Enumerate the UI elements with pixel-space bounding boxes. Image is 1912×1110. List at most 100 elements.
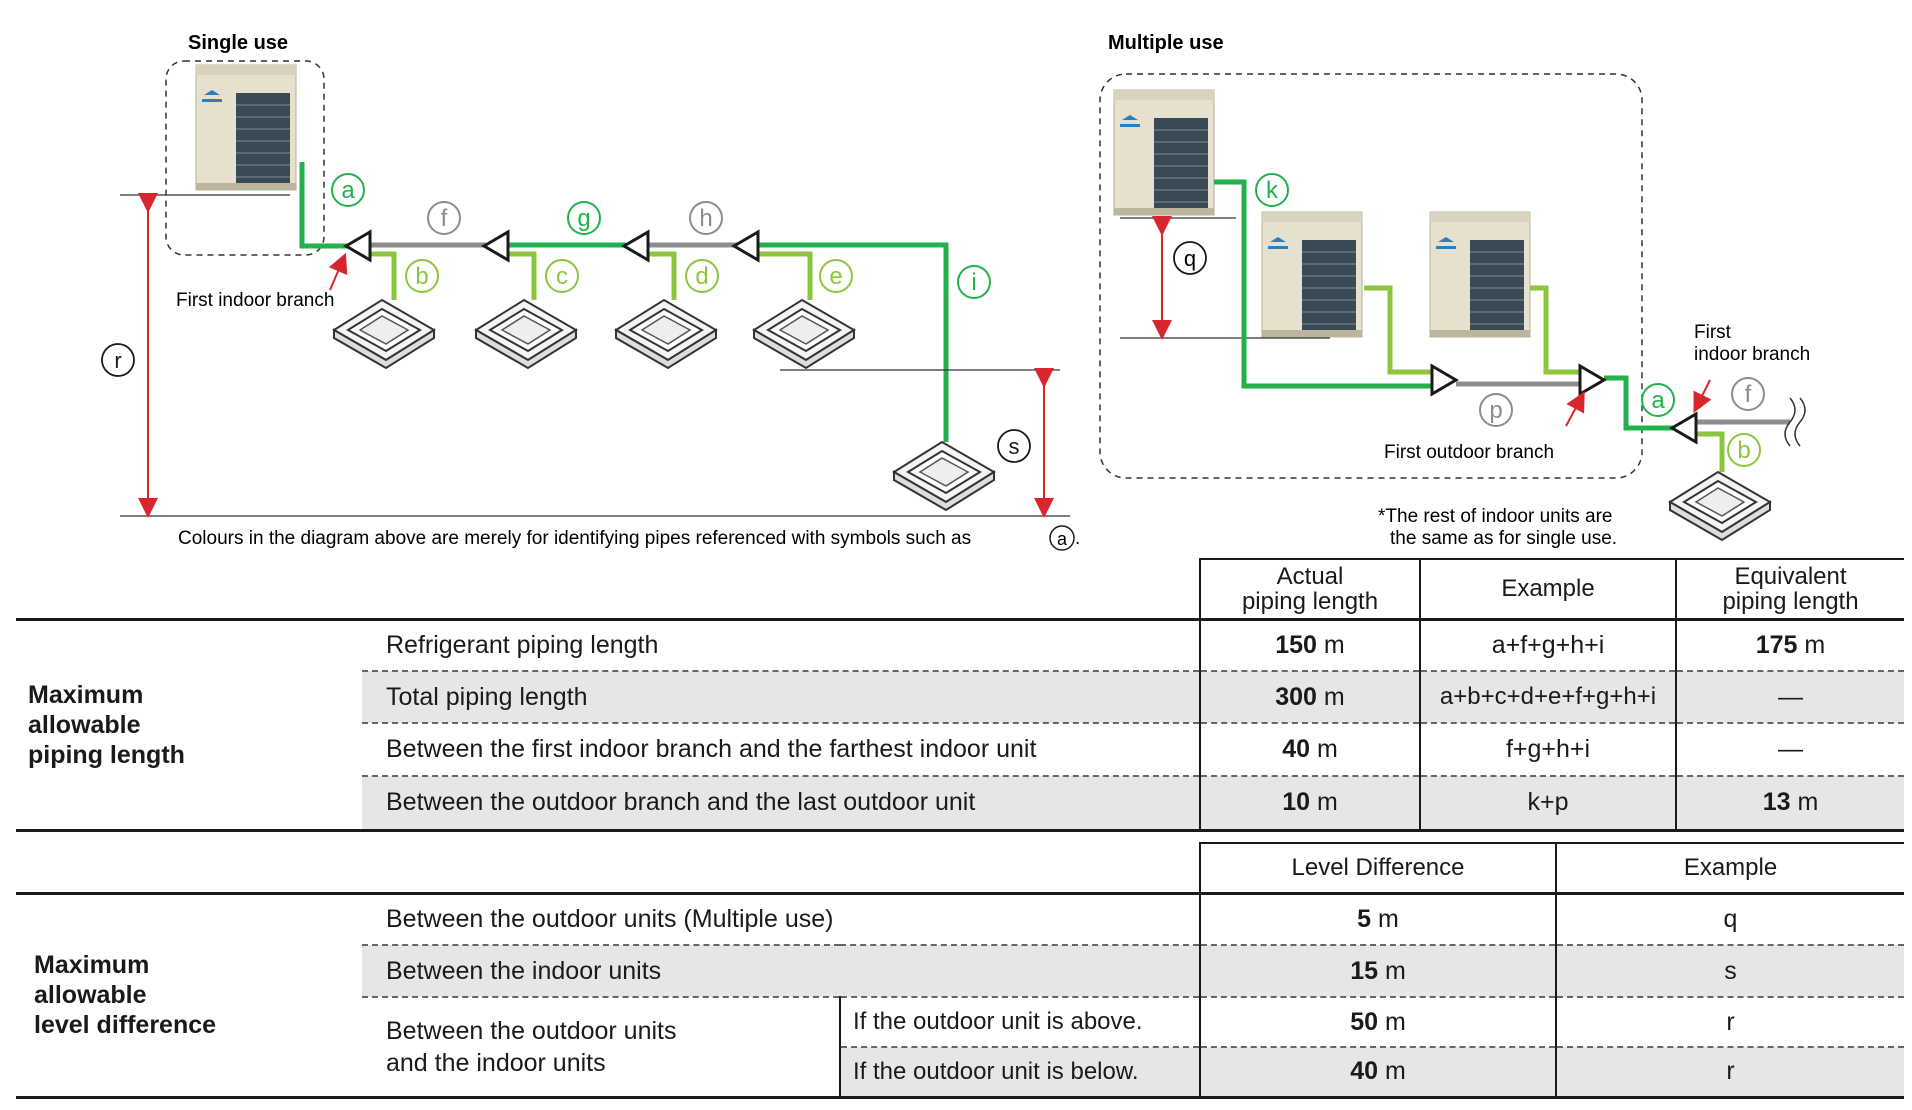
split-label-line2: and the indoor units xyxy=(386,1048,606,1077)
symbol-r: r xyxy=(114,348,121,373)
colour-note: Colours in the diagram above are merely … xyxy=(178,528,971,549)
colour-note-text: Colours in the diagram above are merely … xyxy=(178,528,971,549)
symbol-c: c xyxy=(556,263,568,290)
branch-1 xyxy=(343,229,372,263)
symbol-f-single: f xyxy=(441,205,448,232)
first-indoor-branch-label-right-1: First xyxy=(1694,322,1732,343)
first-outdoor-branch-label: First outdoor branch xyxy=(1384,442,1554,463)
group-level-difference: Maximum allowable level difference xyxy=(16,891,362,1099)
outdoor-unit-multi-1 xyxy=(1113,89,1215,216)
pipe-c xyxy=(506,251,537,300)
actual-unit: m xyxy=(1316,788,1338,817)
multiple-use-title: Multiple use xyxy=(1108,32,1224,54)
pipe-outdoor-3 xyxy=(1530,285,1584,375)
actual-value-cell: 150 m xyxy=(1199,617,1420,672)
symbol-g: g xyxy=(577,205,590,232)
level-unit: m xyxy=(1384,1007,1406,1036)
level-value-cell: 5 m xyxy=(1199,891,1556,946)
level-value: 40 xyxy=(1350,1057,1379,1086)
pipe-a-multi xyxy=(1604,375,1676,431)
rest-note-line1: *The rest of indoor units are xyxy=(1378,506,1612,527)
symbol-h: h xyxy=(699,205,712,232)
level-value-cell: 15 m xyxy=(1199,945,1556,998)
single-use-boundary xyxy=(165,60,325,256)
row-label: Total piping length xyxy=(362,671,1200,724)
branch-3 xyxy=(621,229,650,263)
actual-value-cell: 300 m xyxy=(1199,671,1420,724)
symbol-b-single: b xyxy=(415,263,428,290)
actual-value-cell: 40 m xyxy=(1199,723,1420,777)
col-level-header: Level Difference xyxy=(1199,842,1556,893)
actual-unit: m xyxy=(1316,735,1338,763)
condition-below: If the outdoor unit is below. xyxy=(839,1047,1200,1099)
pipe-k xyxy=(1214,179,1432,389)
piping-diagram: Single use r s a f g h b xyxy=(101,32,1810,551)
level-value: 50 xyxy=(1350,1007,1379,1036)
symbol-f-multi: f xyxy=(1745,381,1752,408)
row-label: Between the outdoor units (Multiple use) xyxy=(362,891,1200,946)
row-label: Between the first indoor branch and the … xyxy=(362,723,1200,777)
indoor-unit-1 xyxy=(333,299,435,369)
level-difference-table: Level Difference Example Maximum allowab… xyxy=(16,842,1904,1099)
example-cell: k+p xyxy=(1419,776,1676,832)
symbol-s: s xyxy=(1009,434,1020,459)
actual-value: 150 xyxy=(1275,630,1317,659)
indoor-unit-3 xyxy=(615,299,717,369)
indoor-unit-2 xyxy=(475,299,577,369)
row-label: Refrigerant piping length xyxy=(362,617,1200,672)
col-equivalent-line2: piping length xyxy=(1722,587,1859,615)
level-unit: m xyxy=(1378,904,1399,933)
row-label: Between the indoor units xyxy=(362,945,1200,998)
pipe-i xyxy=(750,242,949,442)
symbol-b-multi: b xyxy=(1737,437,1750,464)
split-label-line1: Between the outdoor units xyxy=(386,1016,677,1045)
symbol-q: q xyxy=(1184,246,1196,271)
continuation-mark xyxy=(1784,397,1806,447)
first-indoor-branch-label-left: First indoor branch xyxy=(176,290,334,311)
branch-2 xyxy=(481,229,510,263)
equiv-value: 175 xyxy=(1755,630,1798,659)
level-unit: m xyxy=(1384,1057,1406,1086)
col-example-header: Example xyxy=(1419,558,1676,619)
colour-note-symbol: a xyxy=(1057,529,1068,549)
indoor-unit-multi xyxy=(1669,471,1771,541)
condition-above: If the outdoor unit is above. xyxy=(839,997,1200,1048)
indoor-branch-multi xyxy=(1669,411,1698,445)
rest-note-line2: the same as for single use. xyxy=(1390,528,1617,549)
outdoor-branch-2 xyxy=(1578,363,1607,397)
row-label: Between the outdoor branch and the last … xyxy=(362,776,1200,832)
col-level-example-header: Example xyxy=(1555,842,1904,893)
split-row-label: Between the outdoor units and the indoor… xyxy=(362,997,840,1099)
outdoor-unit-multi-3 xyxy=(1429,211,1531,338)
pipe-b-multi xyxy=(1694,431,1725,472)
group-level-line1: Maximum xyxy=(34,951,150,979)
equiv-value-cell: — xyxy=(1675,723,1904,777)
level-example-cell: s xyxy=(1555,945,1904,998)
group-piping-line2: allowable xyxy=(28,710,141,739)
level-value: 15 xyxy=(1350,956,1379,985)
level-example-cell: r xyxy=(1555,997,1904,1048)
example-cell: f+g+h+i xyxy=(1419,723,1676,777)
equiv-value: 13 xyxy=(1762,788,1791,817)
example-cell: a+b+c+d+e+f+g+h+i xyxy=(1419,671,1676,724)
actual-value: 40 xyxy=(1282,735,1311,763)
pipe-outdoor-2 xyxy=(1364,285,1432,375)
actual-unit: m xyxy=(1323,630,1345,659)
symbol-e: e xyxy=(829,263,842,290)
group-piping-length: Maximum allowable piping length xyxy=(16,617,362,832)
level-example-cell: q xyxy=(1555,891,1904,946)
colour-note-period: . xyxy=(1075,528,1080,549)
symbol-a-multi: a xyxy=(1651,387,1665,414)
example-cell: a+f+g+h+i xyxy=(1419,617,1676,672)
outdoor-unit-multi-2 xyxy=(1261,211,1363,338)
equiv-value: — xyxy=(1778,682,1803,711)
group-level-line3: level difference xyxy=(34,1011,217,1039)
symbol-i: i xyxy=(971,269,976,296)
symbol-k: k xyxy=(1266,177,1279,204)
indoor-unit-4 xyxy=(753,299,855,369)
actual-value: 300 xyxy=(1275,682,1317,711)
actual-value: 10 xyxy=(1282,788,1311,817)
symbol-a-single: a xyxy=(341,177,355,204)
